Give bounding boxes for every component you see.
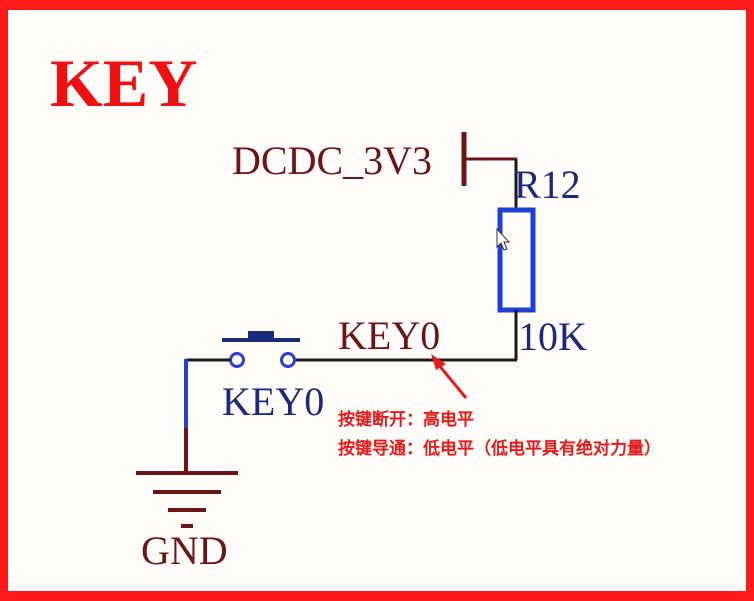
mouse-cursor-icon — [496, 227, 511, 251]
switch-actuator-cap — [248, 331, 274, 338]
switch-contact-right — [280, 352, 296, 368]
arrow-head — [431, 354, 446, 370]
annotation-line-1: 按键断开：高电平 — [338, 409, 474, 430]
annotation-arrow — [431, 354, 468, 399]
net-label-key0: KEY0 — [338, 313, 440, 358]
annotation-line-2: 按键导通：低电平（低电平具有绝对力量） — [338, 438, 661, 459]
resistor-designator: R12 — [514, 162, 581, 207]
ground-label: GND — [141, 528, 228, 573]
power-port-symbol — [461, 132, 517, 186]
resistor-body — [497, 207, 536, 313]
push-button-switch — [222, 331, 300, 368]
power-net-label: DCDC_3V3 — [232, 138, 432, 183]
ground-symbol — [136, 471, 238, 528]
switch-label-key0: KEY0 — [222, 379, 324, 424]
title-key: KEY — [50, 45, 197, 121]
resistor-r12 — [497, 207, 536, 313]
resistor-value: 10K — [518, 314, 587, 359]
arrow-shaft — [436, 363, 468, 399]
switch-contact-left — [229, 352, 245, 368]
